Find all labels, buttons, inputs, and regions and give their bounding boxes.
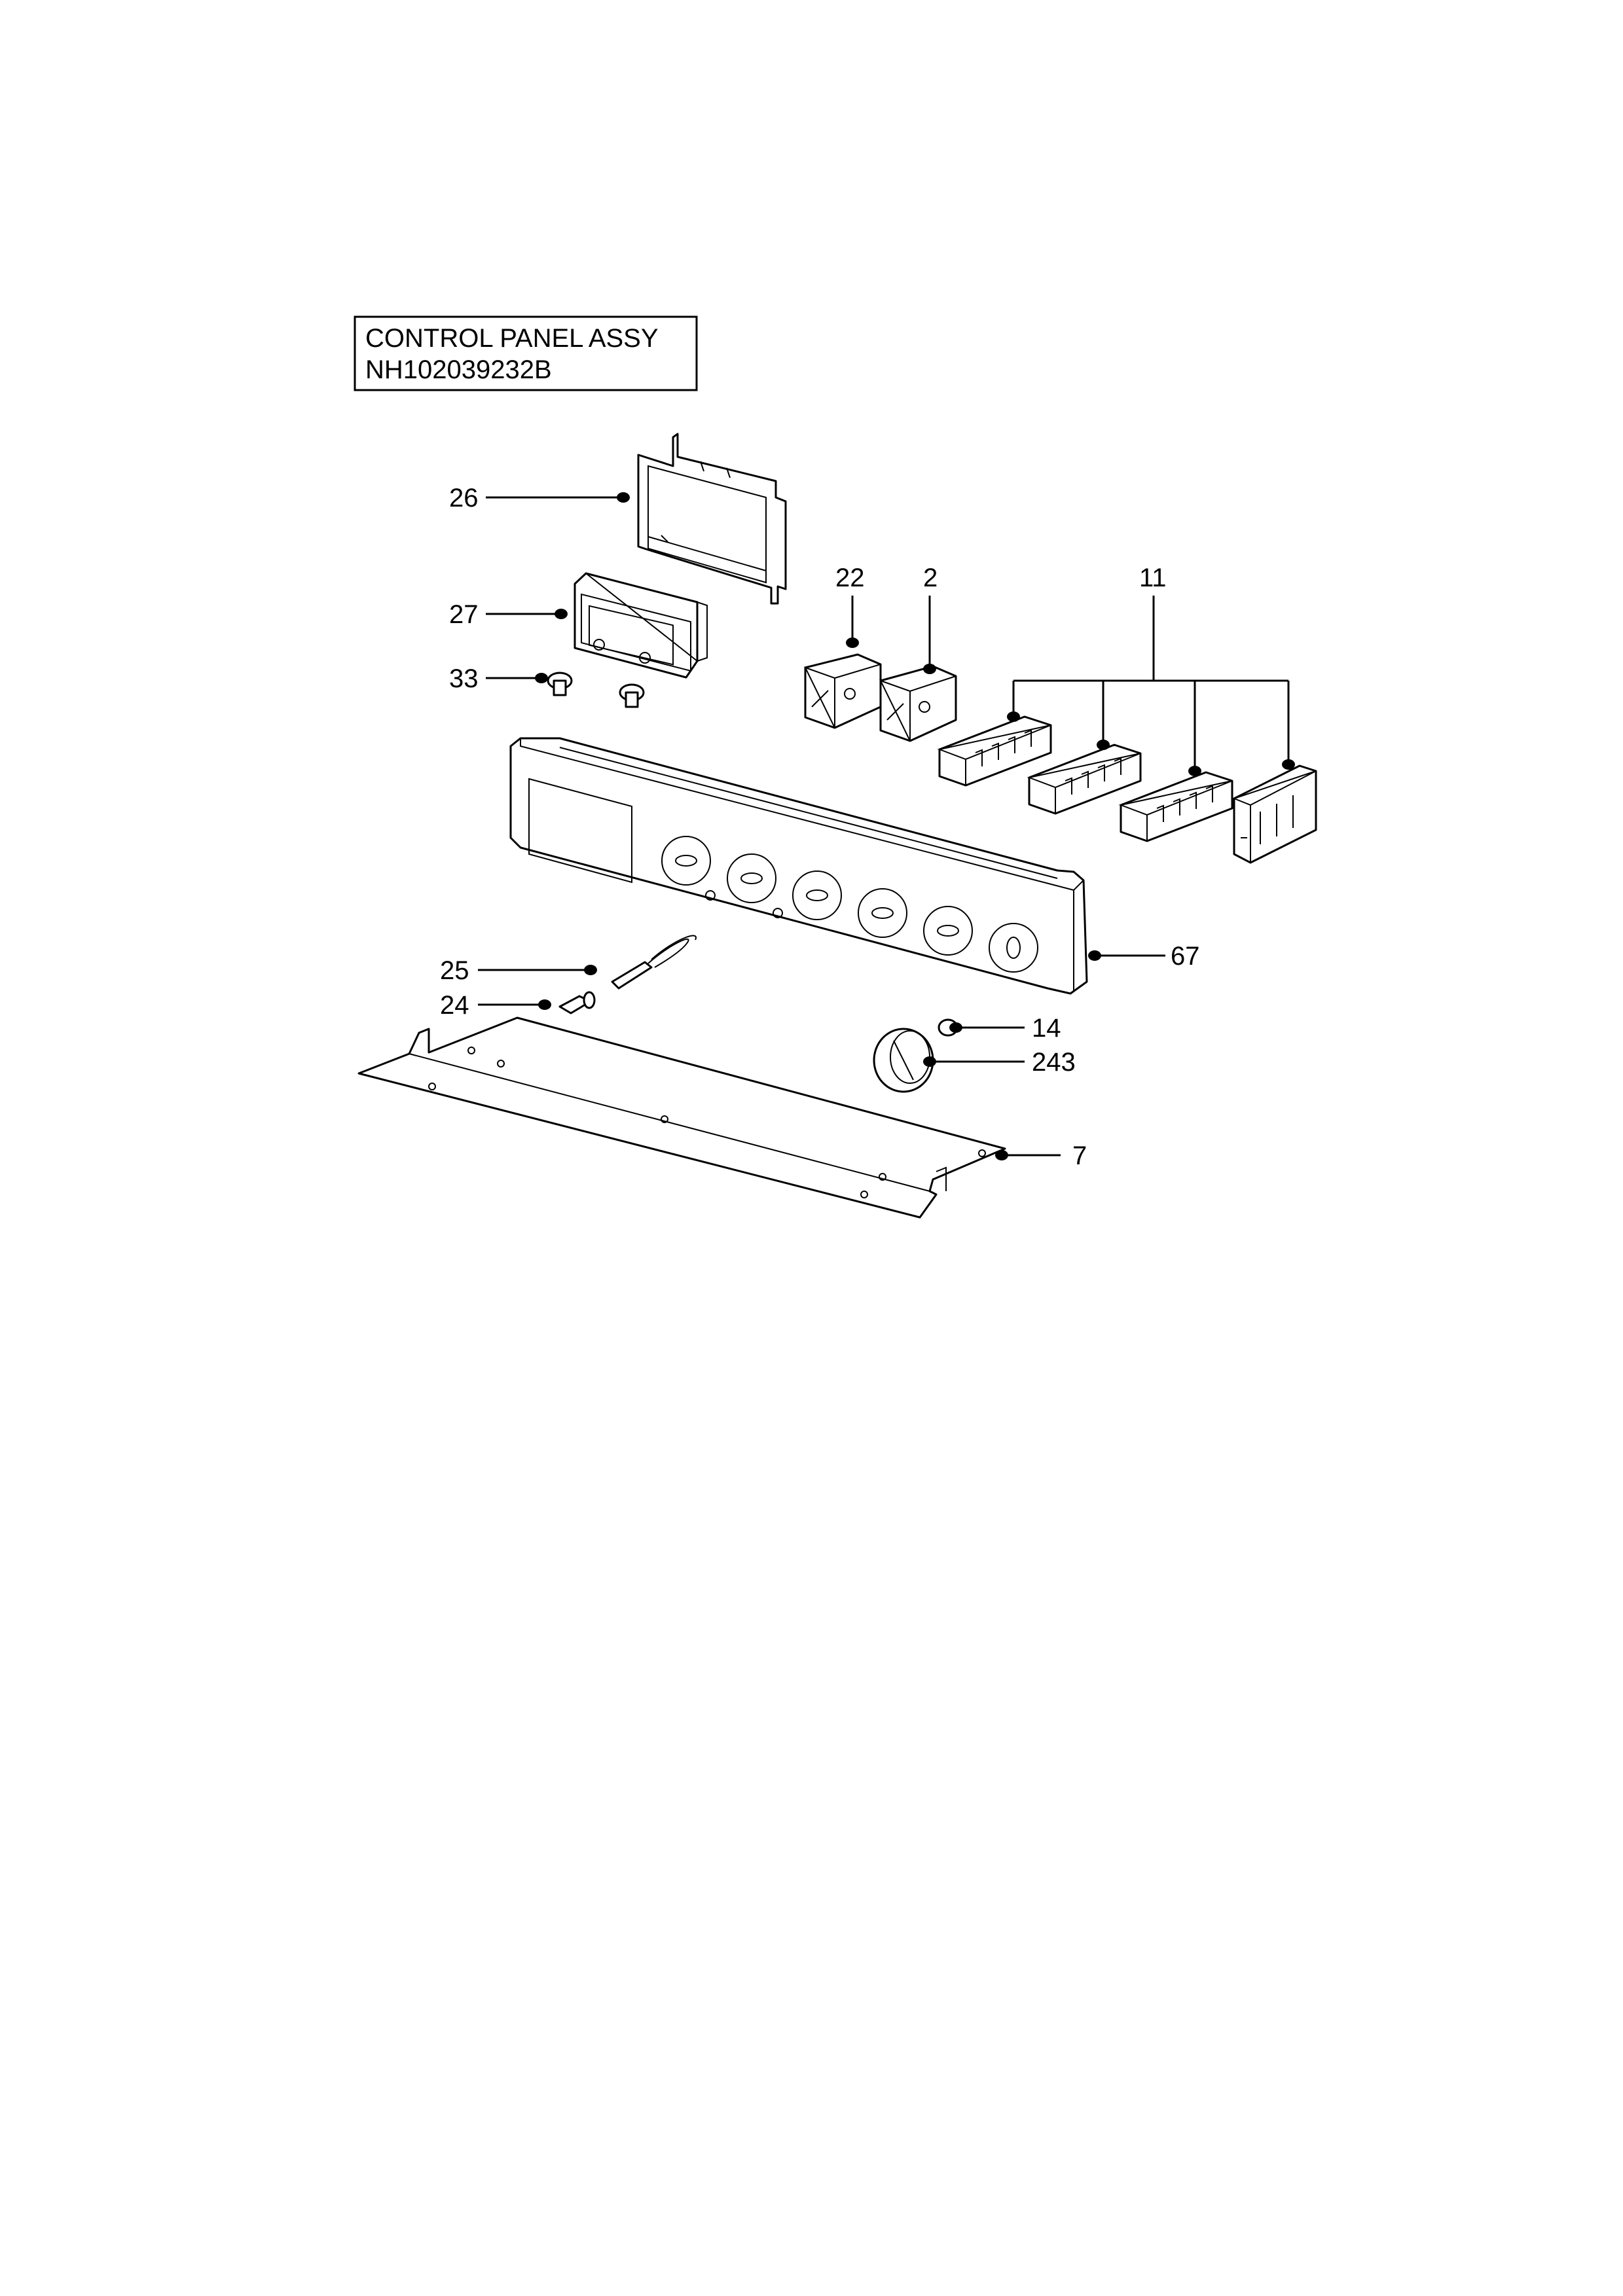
part-2-switch bbox=[879, 665, 957, 742]
part-33-screws bbox=[547, 672, 645, 708]
title-box: CONTROL PANEL ASSY NH102039232B bbox=[354, 315, 698, 391]
part-25-indicator-lamp bbox=[611, 935, 697, 990]
part-26-bracket bbox=[637, 433, 787, 605]
switch-block-3 bbox=[1118, 771, 1233, 842]
callout-14: 14 bbox=[1032, 1014, 1061, 1043]
callout-24: 24 bbox=[440, 991, 469, 1020]
callout-25: 25 bbox=[440, 956, 469, 985]
assembly-part-number: NH102039232B bbox=[365, 355, 552, 384]
callout-243: 243 bbox=[1032, 1048, 1076, 1077]
callout-11: 11 bbox=[1139, 564, 1167, 592]
part-11-switch-blocks bbox=[937, 715, 1317, 864]
assembly-title: CONTROL PANEL ASSY bbox=[365, 324, 659, 353]
part-67-control-panel bbox=[509, 737, 1088, 995]
callout-27: 27 bbox=[449, 600, 479, 629]
callout-leaders bbox=[478, 492, 1295, 1160]
callout-33: 33 bbox=[449, 664, 479, 693]
callout-67: 67 bbox=[1171, 942, 1200, 971]
part-7-bottom-plate bbox=[357, 1016, 1006, 1219]
part-27-timer bbox=[574, 572, 708, 679]
callout-2: 2 bbox=[923, 564, 938, 592]
part-22-switch bbox=[804, 653, 882, 729]
switch-block-2 bbox=[1027, 744, 1142, 815]
switch-block-1 bbox=[937, 715, 1052, 787]
callout-26: 26 bbox=[449, 484, 479, 512]
switch-block-4 bbox=[1232, 764, 1317, 864]
callout-labels: 26 27 33 22 2 11 67 25 24 14 243 7 bbox=[440, 484, 1200, 1170]
part-24-lamp-holder bbox=[558, 991, 596, 1014]
callout-7: 7 bbox=[1072, 1141, 1087, 1170]
callout-22: 22 bbox=[835, 564, 865, 592]
panel-knob-openings bbox=[661, 836, 1038, 973]
